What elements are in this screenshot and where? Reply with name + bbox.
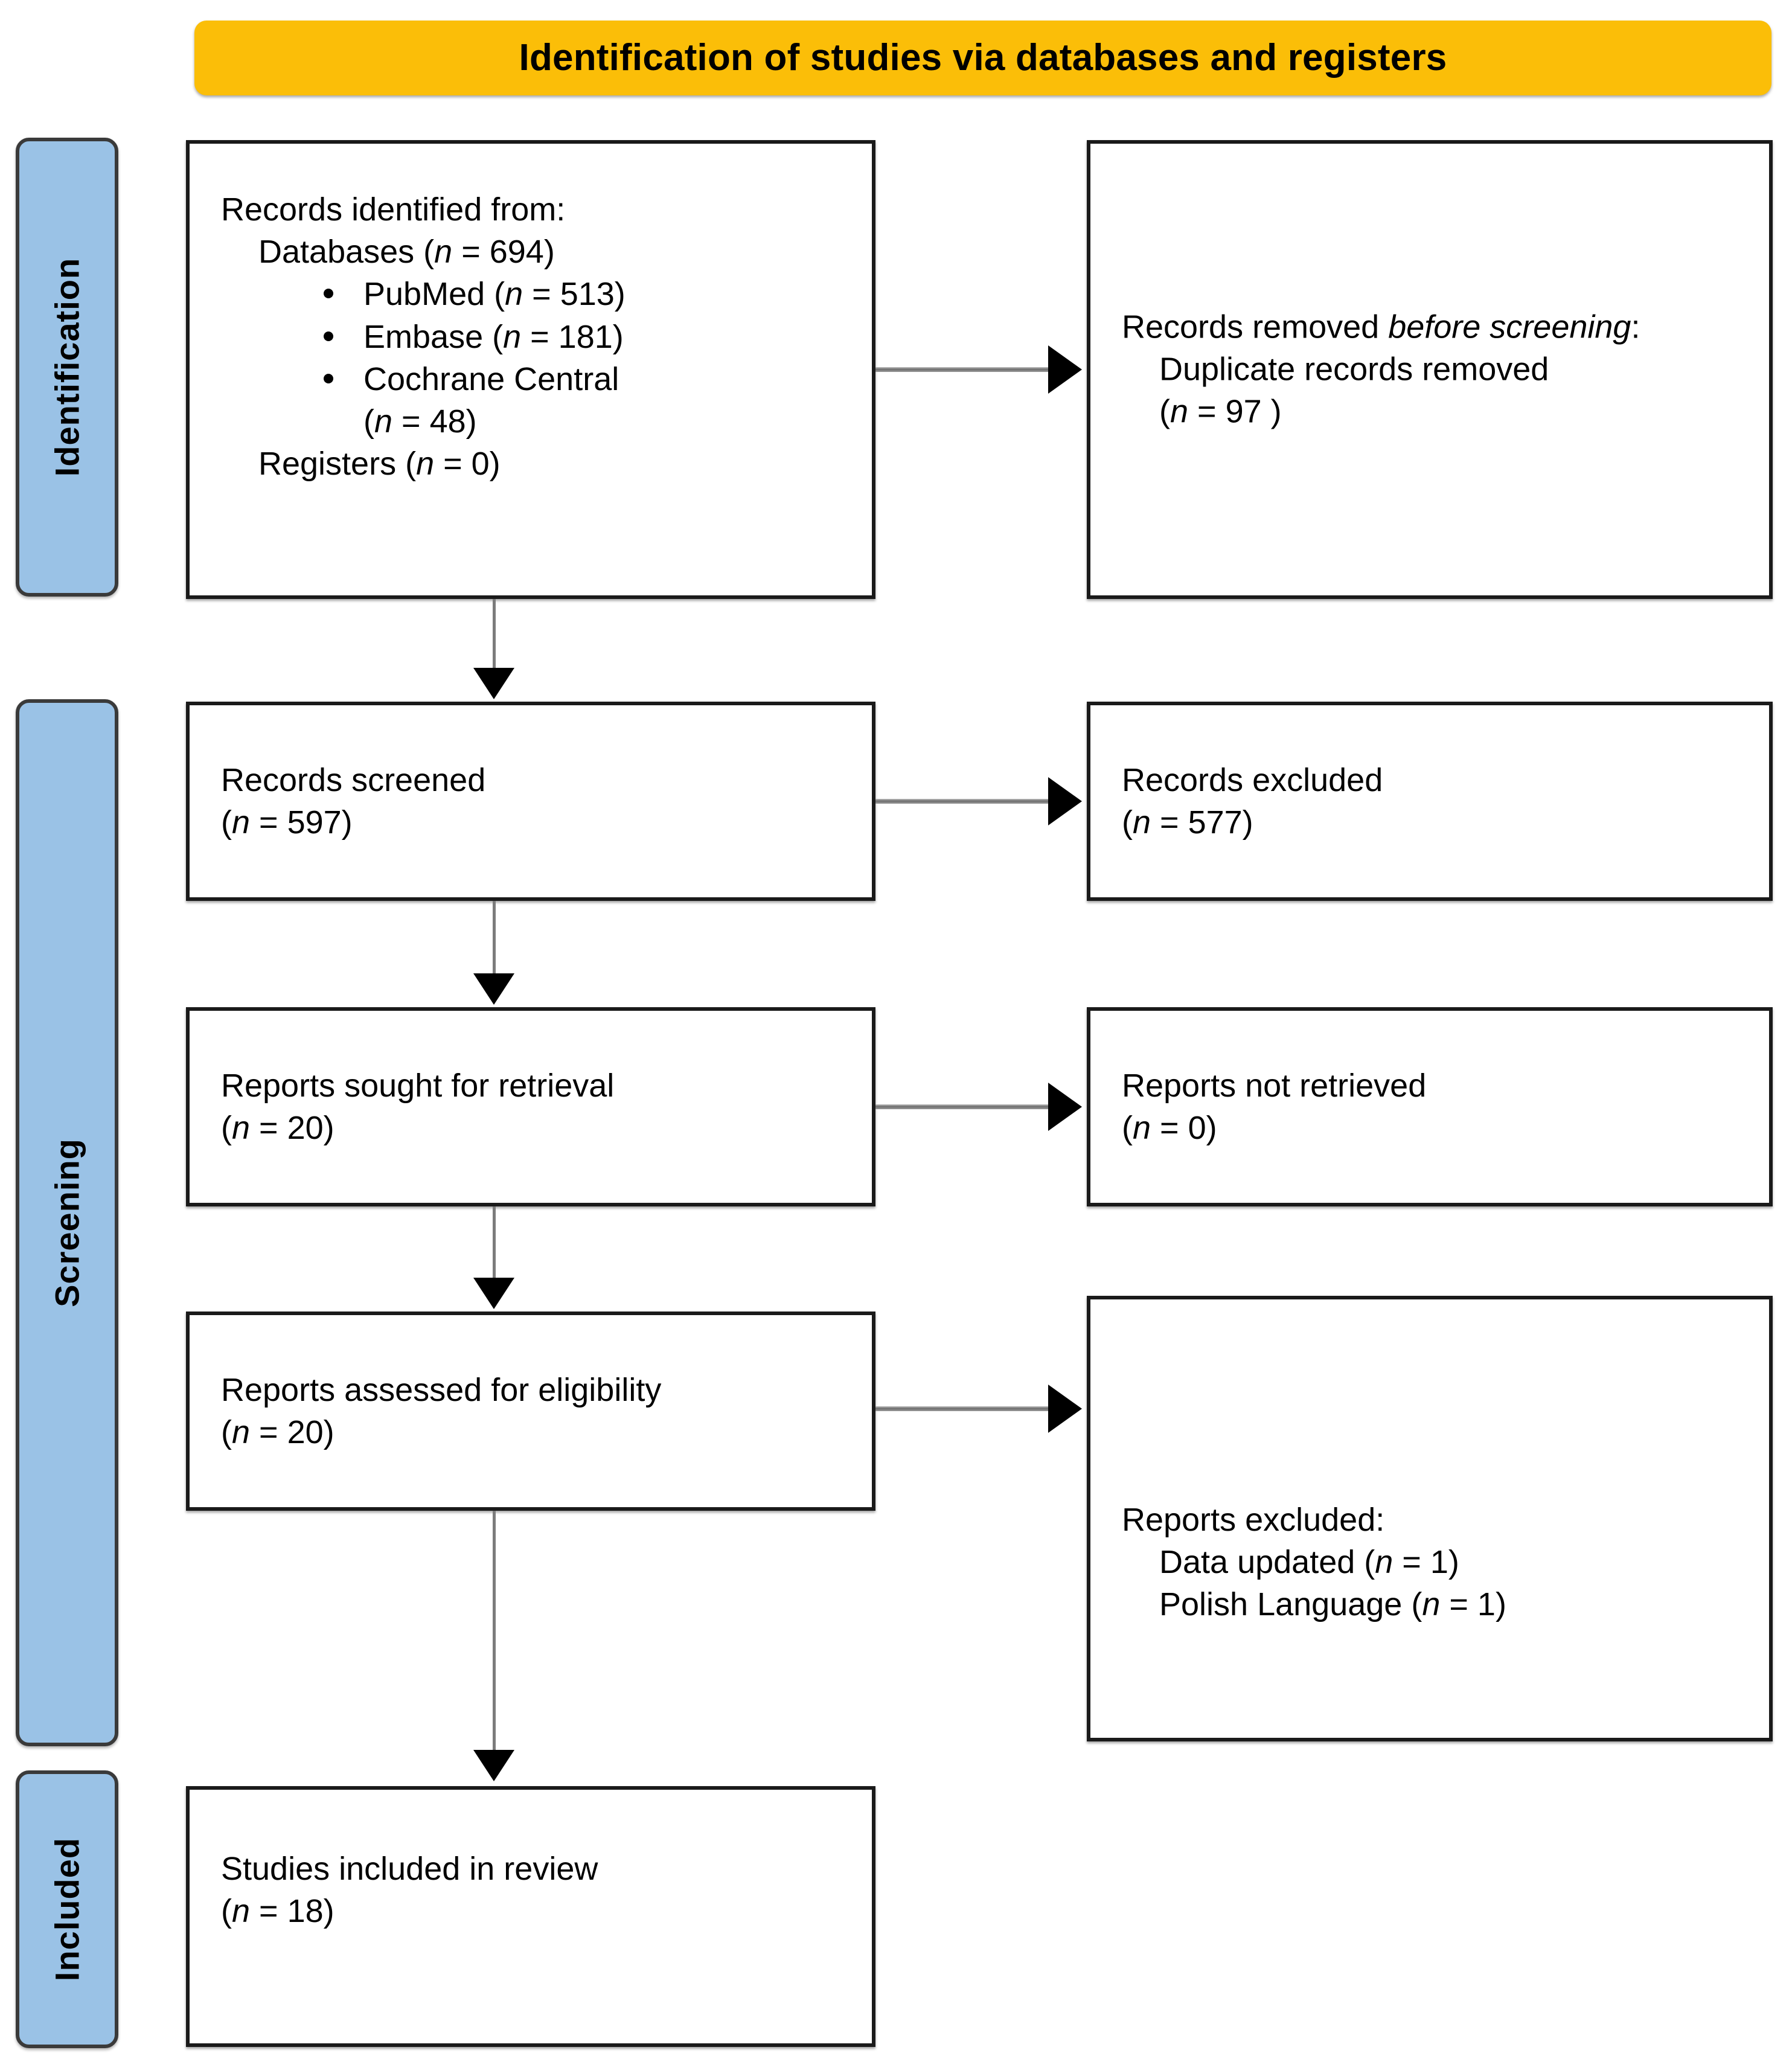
box-records-excluded: Records excluded (n = 577) [1087, 702, 1773, 901]
stage-label-screening: Screening [16, 699, 118, 1746]
list-item: (n = 48) [363, 400, 854, 443]
records-identified-databases: Databases (n = 694) [258, 234, 555, 271]
studies-included-count: (n = 18) [221, 1893, 334, 1930]
arrow-shaft [493, 599, 496, 670]
box-reports-excluded: Reports excluded: Data updated (n = 1) P… [1087, 1296, 1773, 1741]
arrow-head-icon [1048, 1385, 1082, 1433]
source-pubmed: PubMed (n = 513) [363, 276, 626, 313]
arrow-head-icon [1048, 1083, 1082, 1131]
records-excluded-count: (n = 577) [1122, 804, 1253, 841]
box-records-identified: Records identified from: Databases (n = … [186, 140, 875, 599]
arrow-shaft [875, 1406, 1048, 1411]
diagram-header-title: Identification of studies via databases … [519, 36, 1447, 78]
arrow-shaft [493, 1511, 496, 1752]
records-identified-source-list: PubMed (n = 513) Embase (n = 181) Cochra… [221, 273, 854, 443]
records-removed-title-a: Records removed [1122, 309, 1389, 345]
records-removed-title: Records removed before screening: [1122, 306, 1751, 348]
arrow-shaft [493, 1206, 496, 1280]
arrow-head-icon [473, 1750, 514, 1781]
stage-label-screening-text: Screening [48, 1138, 86, 1307]
studies-included-title: Studies included in review [221, 1851, 598, 1887]
reports-excluded-title: Reports excluded: [1122, 1502, 1385, 1538]
reports-not-retrieved-title: Reports not retrieved [1122, 1067, 1427, 1104]
list-item: Cochrane Central [324, 358, 854, 400]
diagram-header-banner: Identification of studies via databases … [194, 21, 1771, 95]
arrow-head-icon [473, 973, 514, 1005]
records-removed-title-colon: : [1631, 309, 1640, 345]
arrow-shaft [875, 799, 1048, 804]
list-item: Embase (n = 181) [324, 316, 854, 358]
reports-sought-count: (n = 20) [221, 1110, 334, 1146]
arrow-head-icon [1048, 345, 1082, 394]
records-excluded-title: Records excluded [1122, 761, 1383, 798]
arrow-head-icon [473, 1278, 514, 1309]
stage-label-identification-text: Identification [48, 257, 86, 477]
reports-excluded-reason-2: Polish Language (n = 1) [1159, 1586, 1506, 1623]
records-removed-detail: Duplicate records removed [1159, 351, 1549, 388]
bullet-dot-icon [324, 289, 333, 299]
box-records-screened: Records screened (n = 597) [186, 702, 875, 901]
stage-label-included: Included [16, 1770, 118, 2048]
arrow-head-icon [1048, 777, 1082, 825]
reports-eligibility-title: Reports assessed for eligibility [221, 1371, 662, 1408]
records-screened-title: Records screened [221, 761, 486, 798]
source-embase: Embase (n = 181) [363, 318, 624, 355]
records-identified-title: Records identified from: [221, 191, 566, 228]
arrow-shaft [493, 901, 496, 976]
box-records-removed-before-screening: Records removed before screening: Duplic… [1087, 140, 1773, 599]
box-reports-assessed-for-eligibility: Reports assessed for eligibility (n = 20… [186, 1312, 875, 1511]
reports-not-retrieved-count: (n = 0) [1122, 1110, 1217, 1146]
records-identified-registers: Registers (n = 0) [258, 446, 501, 482]
stage-label-identification: Identification [16, 138, 118, 597]
records-screened-count: (n = 597) [221, 804, 353, 841]
arrow-shaft [875, 1104, 1048, 1109]
reports-sought-title: Reports sought for retrieval [221, 1067, 615, 1104]
box-studies-included-in-review: Studies included in review (n = 18) [186, 1786, 875, 2047]
records-removed-title-italic: before screening [1388, 309, 1631, 345]
arrow-head-icon [473, 668, 514, 699]
stage-label-included-text: Included [48, 1837, 86, 1982]
records-removed-count: (n = 97 ) [1159, 394, 1282, 431]
list-item: PubMed (n = 513) [324, 273, 854, 315]
reports-eligibility-count: (n = 20) [221, 1414, 334, 1450]
reports-excluded-reason-1: Data updated (n = 1) [1159, 1544, 1459, 1581]
source-cochrane-count: (n = 48) [363, 403, 477, 440]
bullet-dot-icon [324, 373, 333, 383]
arrow-shaft [875, 367, 1048, 372]
box-reports-sought-for-retrieval: Reports sought for retrieval (n = 20) [186, 1007, 875, 1206]
source-cochrane: Cochrane Central [363, 360, 619, 397]
bullet-dot-icon [324, 331, 333, 341]
box-reports-not-retrieved: Reports not retrieved (n = 0) [1087, 1007, 1773, 1206]
